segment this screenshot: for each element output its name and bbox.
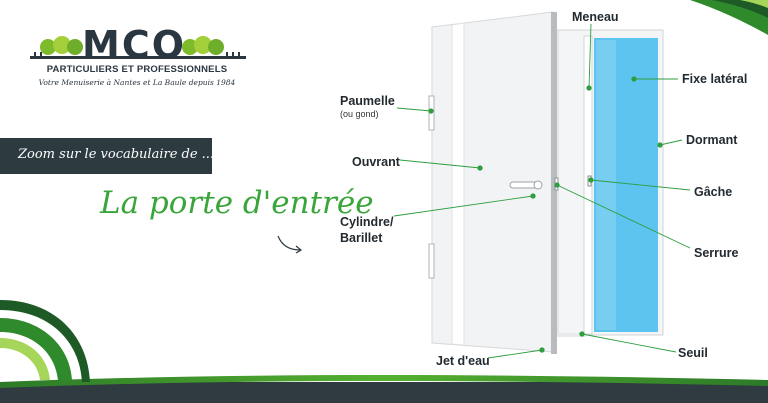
label-seuil: Seuil [678, 346, 708, 360]
bottom-left-swoosh [0, 318, 72, 380]
top-right-swoosh-light [740, 0, 768, 8]
door-edge [551, 12, 557, 354]
title-arrow-head-icon [295, 245, 303, 254]
logo-trees [30, 36, 246, 59]
bottom-left-swoosh-light [0, 338, 50, 380]
label-ouvrant: Ouvrant [352, 155, 400, 169]
logo-tagline: PARTICULIERS ET PROFESSIONNELS [46, 64, 228, 75]
label-fixe-lateral: Fixe latéral [682, 72, 748, 86]
label-gache: Gâche [694, 185, 733, 199]
label-serrure: Serrure [694, 246, 739, 260]
door-panel-groove [451, 22, 465, 346]
label-barillet: Barillet [340, 231, 383, 245]
logo-wordmark: MCO [82, 23, 187, 67]
glass-highlight [596, 40, 616, 330]
bottom-green-stripe [0, 375, 768, 388]
label-meneau: Meneau [572, 10, 619, 24]
intro-banner-text: Zoom sur le vocabulaire de ... [18, 147, 215, 162]
door-diagram [428, 11, 664, 354]
paumelle-bottom [428, 243, 435, 279]
label-paumelle-note: (ou gond) [340, 109, 379, 119]
label-paumelle: Paumelle [340, 94, 395, 108]
handle-rose [533, 180, 543, 190]
top-right-swoosh-dark [712, 0, 768, 18]
seuil-bar [556, 333, 586, 337]
logo-subtagline: Votre Menuiserie à Nantes et La Baule de… [38, 78, 236, 87]
title-arrow-icon [277, 235, 301, 251]
page-title: La porte d'entrée [100, 185, 374, 221]
bottom-left-swoosh-dark [0, 300, 90, 382]
label-jet-deau: Jet d'eau [436, 354, 490, 368]
leader-lines [393, 23, 691, 359]
bottom-band [0, 382, 768, 403]
intro-banner [0, 138, 212, 174]
label-dormant: Dormant [686, 133, 738, 147]
label-cylindre: Cylindre/ [340, 215, 394, 229]
